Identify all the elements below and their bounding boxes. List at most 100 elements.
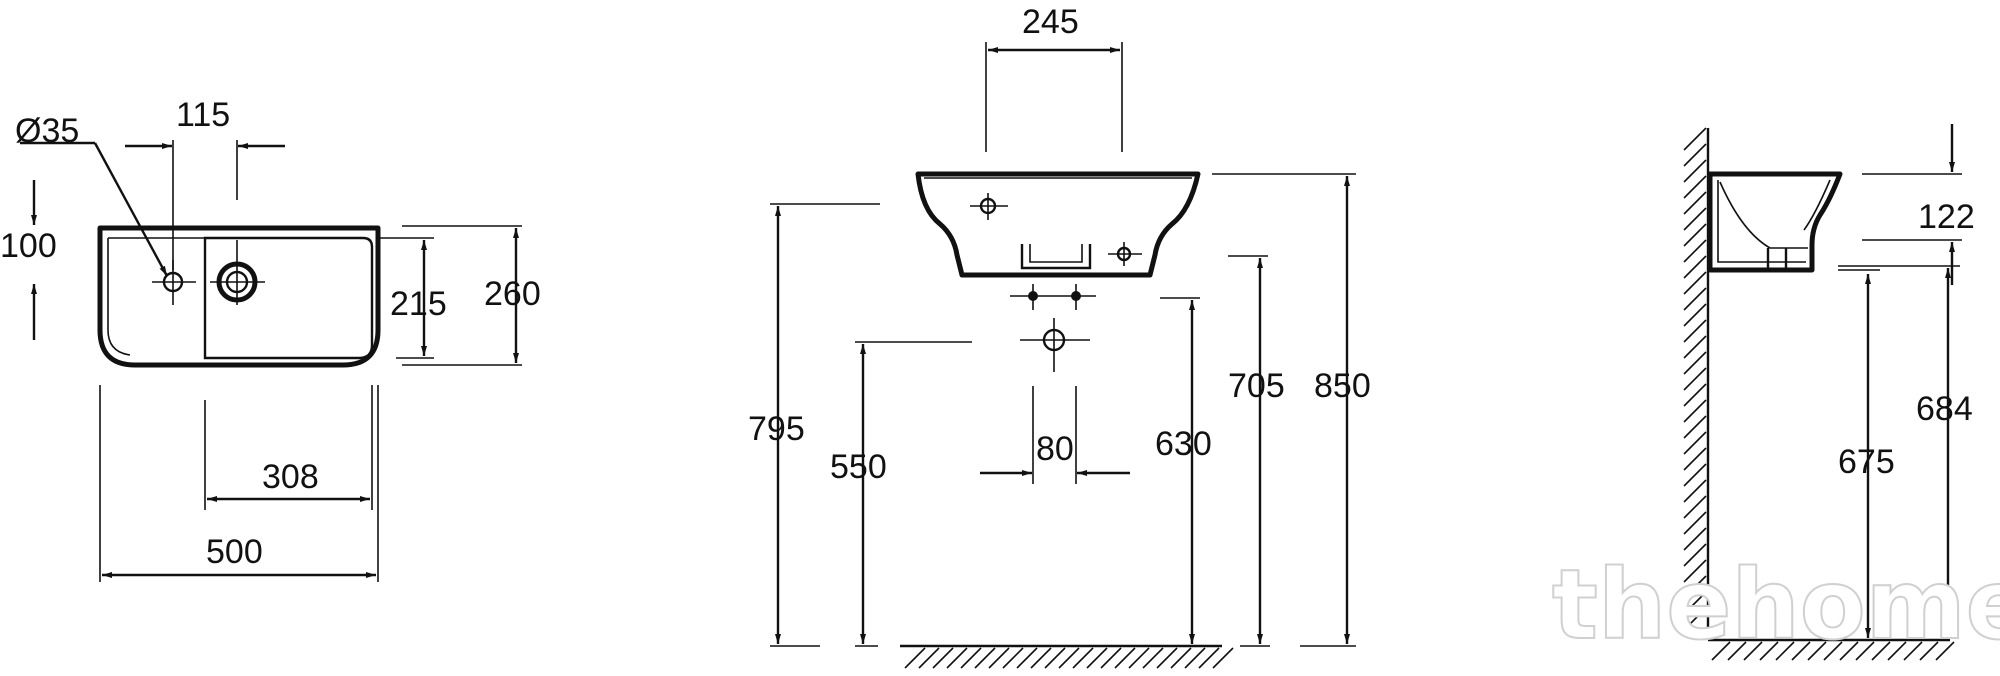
hatch-line xyxy=(1683,415,1707,439)
hatch-line xyxy=(1683,479,1707,503)
hatch-line xyxy=(1791,641,1811,661)
tap-marker-left xyxy=(970,193,1008,220)
basin-outline xyxy=(97,225,381,368)
hatch-line xyxy=(1683,143,1707,167)
hatch-line xyxy=(1775,641,1795,661)
hatch-line xyxy=(1919,641,1939,661)
hatch-line xyxy=(1887,641,1907,661)
hatch-line xyxy=(1711,641,1731,661)
hatch-line xyxy=(1855,641,1875,661)
hatch-line xyxy=(960,647,982,669)
hatch-line xyxy=(918,647,940,669)
hatch-line xyxy=(1044,647,1066,669)
hatch-line xyxy=(1212,647,1234,669)
hatch-line xyxy=(1683,607,1707,631)
top-height-label: 850 xyxy=(1314,367,1371,405)
bowl-height-label: 122 xyxy=(1918,198,1975,236)
hatch-line xyxy=(1114,647,1136,669)
tap-hole-small xyxy=(152,260,196,305)
hatch-line xyxy=(1683,367,1707,391)
hatch-line xyxy=(1100,647,1122,669)
pipe-spacing-label: 80 xyxy=(1036,430,1074,468)
rim-height-label: 795 xyxy=(748,410,805,448)
hatch-line xyxy=(1683,319,1707,343)
tap-height-label: 630 xyxy=(1155,425,1212,463)
hatch-line xyxy=(1016,647,1038,669)
hatch-line xyxy=(1683,239,1707,263)
hatch-line xyxy=(1683,527,1707,551)
hatch-line xyxy=(1683,271,1707,295)
hatch-line xyxy=(1683,399,1707,423)
hatch-line xyxy=(1683,175,1707,199)
basin-front-outline xyxy=(915,171,1201,278)
hatch-line xyxy=(1683,543,1707,567)
hatch-line xyxy=(1683,255,1707,279)
hatch-line xyxy=(932,647,954,669)
watermark: thehome xyxy=(1552,549,2000,661)
floor-hatch xyxy=(900,644,1234,669)
waste-spacing-label: 245 xyxy=(1022,3,1079,41)
waste-height-label: 550 xyxy=(830,448,887,486)
hatch-line xyxy=(1683,575,1707,599)
hatch-line xyxy=(1683,511,1707,535)
hatch-line xyxy=(1683,207,1707,231)
hole-diameter-label: Ø35 xyxy=(15,112,79,150)
hatch-line xyxy=(1683,447,1707,471)
hatch-line xyxy=(1935,641,1955,661)
hatch-line xyxy=(1743,641,1763,661)
hatch-line xyxy=(1002,647,1024,669)
total-depth-label: 260 xyxy=(484,275,541,313)
hatch-line xyxy=(904,647,926,669)
waste-outlet xyxy=(1020,244,1092,270)
hatch-line xyxy=(1683,159,1707,183)
hatch-line xyxy=(1903,641,1923,661)
outlet-height-label: 705 xyxy=(1228,367,1285,405)
hatch-line xyxy=(1128,647,1150,669)
hatch-line xyxy=(1683,463,1707,487)
hatch-line xyxy=(974,647,996,669)
hatch-line xyxy=(1086,647,1108,669)
hatch-line xyxy=(1072,647,1094,669)
tap-marker-right xyxy=(1108,242,1142,266)
inner-depth-label: 215 xyxy=(390,285,447,323)
hatch-line xyxy=(1683,287,1707,311)
hatch-line xyxy=(1823,641,1843,661)
tap-offset-label: 100 xyxy=(0,227,57,265)
hatch-line xyxy=(1184,647,1206,669)
hatch-line xyxy=(1759,641,1779,661)
hatch-line xyxy=(1683,335,1707,359)
hatch-line xyxy=(1683,223,1707,247)
hatch-line xyxy=(1170,647,1192,669)
drain-marker xyxy=(1020,318,1090,372)
hatch-line xyxy=(1683,383,1707,407)
hatch-line xyxy=(1683,191,1707,215)
top-height-label-side: 684 xyxy=(1916,390,1973,428)
hatch-line xyxy=(1871,641,1891,661)
hatch-line xyxy=(946,647,968,669)
total-width-label: 500 xyxy=(206,533,263,571)
basin-side-outline xyxy=(1707,171,1843,273)
hatch-line xyxy=(1683,127,1707,151)
basin-width-label: 308 xyxy=(262,458,319,496)
hatch-line xyxy=(1727,641,1747,661)
hatch-line xyxy=(1058,647,1080,669)
side-view: 122 675 684 xyxy=(1683,124,1975,661)
tap-spacing-label: 115 xyxy=(176,96,230,134)
hatch-line xyxy=(1683,351,1707,375)
hatch-line xyxy=(1683,591,1707,615)
hatch-line xyxy=(1198,647,1220,669)
hatch-line xyxy=(988,647,1010,669)
hatch-line xyxy=(1807,641,1827,661)
inner-basin xyxy=(203,236,374,360)
hatch-line xyxy=(1142,647,1164,669)
hatch-line xyxy=(1683,431,1707,455)
top-view: Ø35 115 100 215 260 308 500 xyxy=(0,96,541,582)
hatch-line xyxy=(1683,303,1707,327)
hatch-line xyxy=(1683,495,1707,519)
underside-height-label: 675 xyxy=(1838,443,1895,481)
hatch-line xyxy=(1030,647,1052,669)
hatch-line xyxy=(1683,559,1707,583)
hatch-line xyxy=(1156,647,1178,669)
supply-pipes xyxy=(1010,284,1096,310)
